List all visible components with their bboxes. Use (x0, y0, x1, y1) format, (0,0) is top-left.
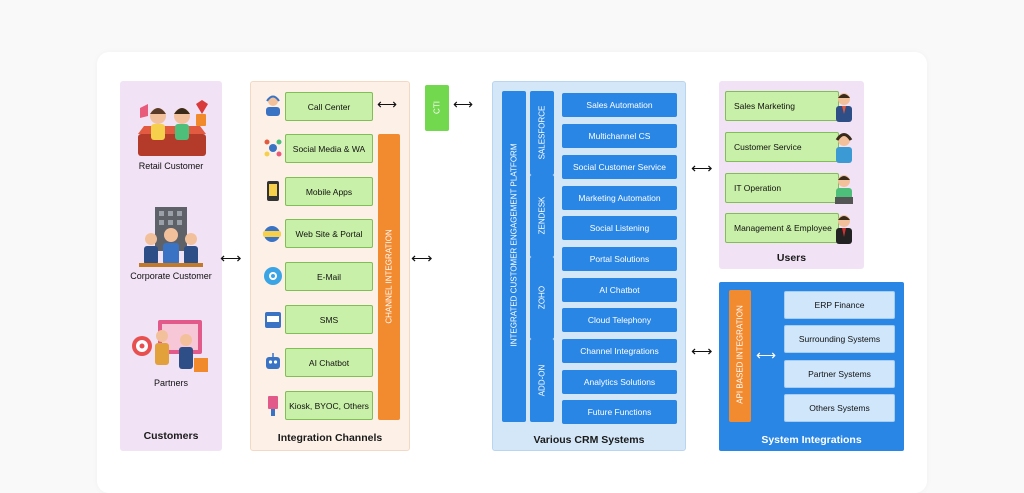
arrow-cti-crm: ⟷ (453, 96, 474, 112)
crm-item-multichannel-cs[interactable]: Multichannel CS (562, 124, 677, 148)
website-icon (263, 226, 281, 242)
cti-box (425, 85, 449, 131)
kiosk-icon (268, 396, 278, 416)
crm-item-cloud-telephony[interactable]: Cloud Telephony (562, 308, 677, 332)
channel-item-social-media[interactable]: Social Media & WA (285, 134, 373, 163)
system-item-surrounding-systems[interactable]: Surrounding Systems (784, 325, 895, 353)
channel-item-mobile-apps[interactable]: Mobile Apps (285, 177, 373, 206)
channel-integration-label: CHANNEL INTEGRATION (384, 229, 394, 324)
manager-icon (836, 215, 852, 244)
arrow-channels-crm: ⟷ (411, 250, 433, 267)
crm-item-analytics-solutions[interactable]: Analytics Solutions (562, 370, 677, 394)
api-integration-label: API BASED INTEGRATION (735, 305, 745, 404)
crm-item-portal-solutions[interactable]: Portal Solutions (562, 247, 677, 271)
crm-item-social-customer-service[interactable]: Social Customer Service (562, 155, 677, 179)
system-item-partner-systems[interactable]: Partner Systems (784, 360, 895, 388)
arrow-crm-users: ⟷ (691, 160, 713, 177)
mobile-app-icon (267, 181, 279, 201)
channel-item-call-center[interactable]: Call Center (285, 92, 373, 121)
call-agent-icon (266, 95, 280, 116)
vendor-label-zendesk: ZENDESK (537, 196, 547, 235)
it-person-icon (835, 175, 853, 204)
channel-item-email[interactable]: E-Mail (285, 262, 373, 291)
user-item-it-operation[interactable]: IT Operation (725, 173, 839, 203)
users-title: Users (776, 252, 807, 264)
system-title: System Integrations (761, 434, 862, 446)
system-item-others-systems[interactable]: Others Systems (784, 394, 895, 422)
channel-item-sms[interactable]: SMS (285, 305, 373, 334)
customer-label-partners: Partners (153, 378, 188, 388)
user-item-sales-marketing[interactable]: Sales Marketing (725, 91, 839, 121)
vendor-label-zoho: ZOHO (537, 285, 547, 310)
user-item-customer-service[interactable]: Customer Service (725, 132, 839, 162)
arrow-crm-system: ⟷ (691, 343, 713, 360)
crm-item-ai-chatbot[interactable]: AI Chatbot (562, 278, 677, 302)
arrow-customers-channels: ⟷ (220, 250, 242, 267)
system-item-erp-finance[interactable]: ERP Finance (784, 291, 895, 319)
retail-people-icon (138, 100, 208, 156)
vendor-bar-zoho (530, 257, 554, 339)
cti-label: CTI (432, 101, 442, 114)
vendor-bar-addon (530, 339, 554, 422)
crm-item-sales-automation[interactable]: Sales Automation (562, 93, 677, 117)
user-item-management[interactable]: Management & Employee (725, 213, 839, 243)
platform-bar (502, 91, 526, 422)
partners-meeting-icon (132, 320, 208, 372)
chatbot-icon (266, 353, 280, 369)
platform-label: INTEGRATED CUSTOMER ENGAGEMENT PLATFORM (509, 143, 519, 347)
channel-item-ai-chatbot[interactable]: AI Chatbot (285, 348, 373, 377)
channel-item-web-site[interactable]: Web Site & Portal (285, 219, 373, 248)
api-integration-bar (729, 290, 751, 422)
customer-label-retail: Retail Customer (138, 161, 204, 171)
arrow-api-systems: ⟷ (756, 347, 777, 363)
crm-item-channel-integrations[interactable]: Channel Integrations (562, 339, 677, 363)
email-icon (264, 267, 282, 285)
vendor-bar-zendesk (530, 175, 554, 257)
crm-item-future-functions[interactable]: Future Functions (562, 400, 677, 424)
crm-item-social-listening[interactable]: Social Listening (562, 216, 677, 240)
service-agent-icon (835, 133, 853, 163)
arrow-callcenter-cti: ⟷ (377, 96, 398, 112)
crm-item-marketing-automation[interactable]: Marketing Automation (562, 186, 677, 210)
channel-item-kiosk[interactable]: Kiosk, BYOC, Others (285, 391, 373, 420)
customer-label-corporate: Corporate Customer (130, 271, 212, 281)
channel-integration-bar (378, 134, 400, 420)
vendor-label-salesforce: SALESFORCE (537, 105, 547, 160)
vendor-bar-salesforce (530, 91, 554, 175)
sales-person-icon (836, 93, 852, 122)
social-media-icon (264, 139, 282, 157)
vendor-label-addon: ADD-ON (537, 364, 547, 397)
channels-title: Integration Channels (277, 432, 383, 444)
corporate-building-icon (139, 207, 203, 267)
sms-icon (265, 312, 281, 328)
customers-title: Customers (143, 430, 199, 442)
crm-title: Various CRM Systems (533, 434, 645, 446)
